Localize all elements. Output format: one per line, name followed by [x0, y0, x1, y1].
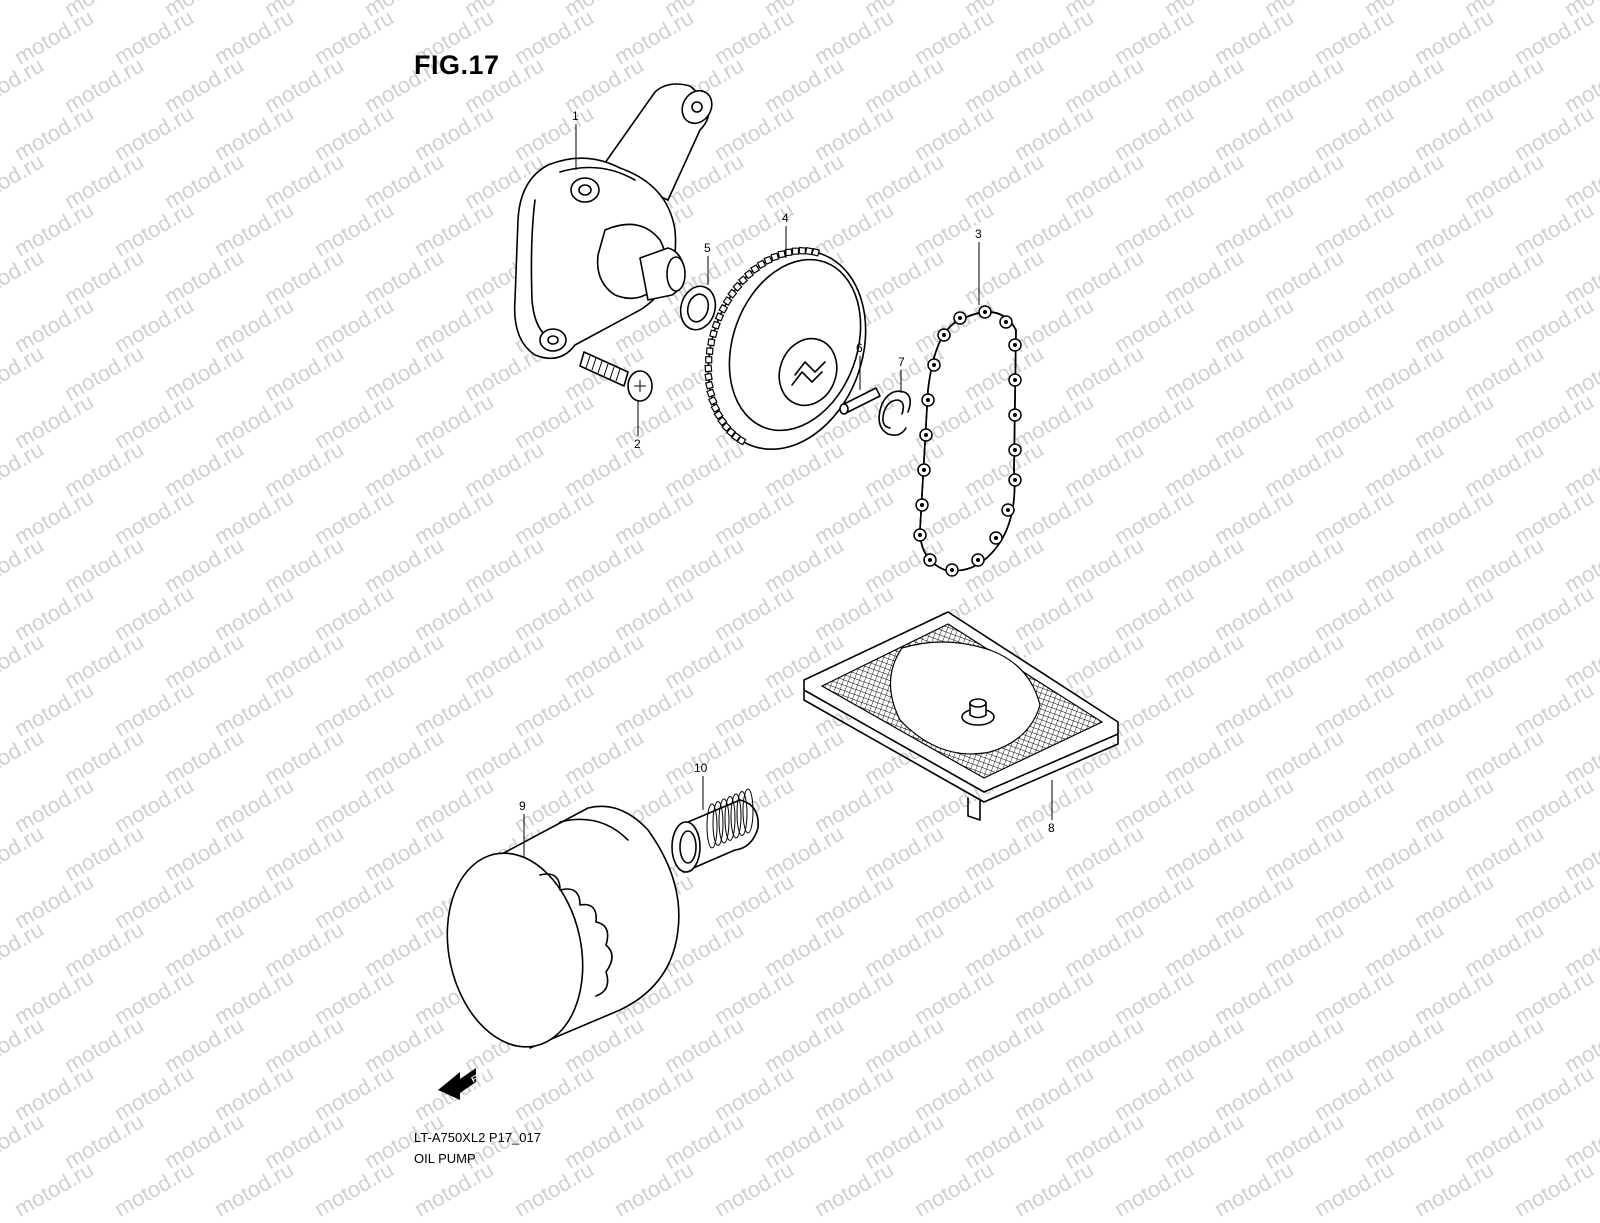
drive-chain-drawing[interactable] [913, 305, 1022, 577]
gear-tooth [704, 372, 713, 382]
gear-tooth [727, 288, 738, 299]
forward-direction-arrow: FWD [438, 1067, 490, 1100]
bolt-thread [712, 801, 724, 846]
bolt-thread [742, 788, 754, 834]
gear-tooth [714, 312, 725, 322]
gear-tooth [717, 416, 728, 427]
chain-pin [958, 316, 962, 320]
callout-5: 5 [704, 241, 711, 255]
bolt-thread [736, 791, 748, 836]
chain-pin [1013, 378, 1017, 382]
gear-tooth [750, 264, 760, 274]
gear-tooth [763, 255, 773, 265]
model-code: LT-A750XL2 P17_017 [414, 1130, 541, 1145]
gear-tooth [722, 296, 733, 307]
gear-tooth [725, 427, 737, 438]
callout-1: 1 [572, 109, 579, 123]
gear-tooth [718, 303, 729, 314]
oil-strainer-drawing[interactable] [803, 611, 1119, 821]
chain-pin [1004, 320, 1008, 324]
gear-tooth [811, 247, 820, 257]
driven-gear-drawing[interactable] [682, 228, 893, 471]
bolt-thread [724, 796, 736, 841]
chain-pin [928, 558, 932, 562]
callout-8: 8 [1048, 821, 1055, 835]
chain-pin [994, 536, 998, 540]
chain-pin [926, 398, 930, 402]
pin-drawing[interactable] [839, 387, 881, 415]
gear-tooth [713, 409, 724, 420]
gear-tooth [705, 356, 713, 364]
chain-pin [924, 433, 928, 437]
gear-tooth [798, 246, 807, 255]
chain-pin [1013, 448, 1017, 452]
chain-pin [922, 468, 926, 472]
chain-pin [1013, 478, 1017, 482]
gear-tooth [721, 421, 732, 433]
gear-tooth [732, 281, 743, 292]
chain-pin [918, 533, 922, 537]
section-name: OIL PUMP [414, 1151, 476, 1166]
gear-tooth [731, 431, 742, 442]
gear-tooth [804, 246, 814, 256]
gear-tooth [707, 338, 716, 347]
chain-pin [920, 503, 924, 507]
callout-6: 6 [856, 341, 863, 355]
chain-pin [1013, 343, 1017, 347]
gear-tooth [711, 320, 721, 330]
bolt-thread [718, 798, 730, 844]
chain-pin [1006, 508, 1010, 512]
callout-7: 7 [898, 355, 905, 369]
callout-9: 9 [519, 799, 526, 813]
gear-tooth [737, 275, 749, 286]
gear-tooth [704, 380, 714, 390]
callout-2: 2 [634, 437, 641, 451]
fwd-label: FWD [470, 1067, 490, 1084]
gear-tooth [791, 247, 800, 255]
gear-tooth [704, 364, 713, 373]
washer-drawing[interactable] [676, 282, 720, 333]
callout-3: 3 [975, 227, 982, 241]
chain-pin [1013, 413, 1017, 417]
gear-tooth [736, 435, 747, 446]
gear-tooth [770, 252, 780, 262]
gear-tooth [708, 396, 718, 406]
bolt-thread [730, 793, 742, 839]
oil-pump-assembly-drawing[interactable] [513, 83, 718, 360]
gear-tooth [743, 269, 754, 280]
circlip-drawing[interactable] [878, 390, 912, 436]
chain-pin [942, 333, 946, 337]
chain-pin [976, 558, 980, 562]
chain-pin [950, 568, 954, 572]
figure-title: FIG.17 [414, 50, 500, 80]
filter-union-bolt-drawing[interactable] [671, 788, 759, 873]
callout-10: 10 [694, 761, 708, 775]
bolt-thread [706, 803, 718, 849]
oil-filter-drawing[interactable] [430, 805, 680, 1059]
gear-tooth [710, 403, 721, 414]
chain-pin [983, 310, 987, 314]
callout-4: 4 [782, 211, 789, 225]
gear-tooth [705, 347, 714, 355]
gear-tooth [709, 329, 718, 339]
pump-screw-drawing[interactable] [579, 351, 653, 402]
gear-tooth [777, 250, 786, 259]
gear-tooth [706, 388, 716, 398]
gear-tooth [756, 259, 767, 270]
chain-pin [932, 363, 936, 367]
